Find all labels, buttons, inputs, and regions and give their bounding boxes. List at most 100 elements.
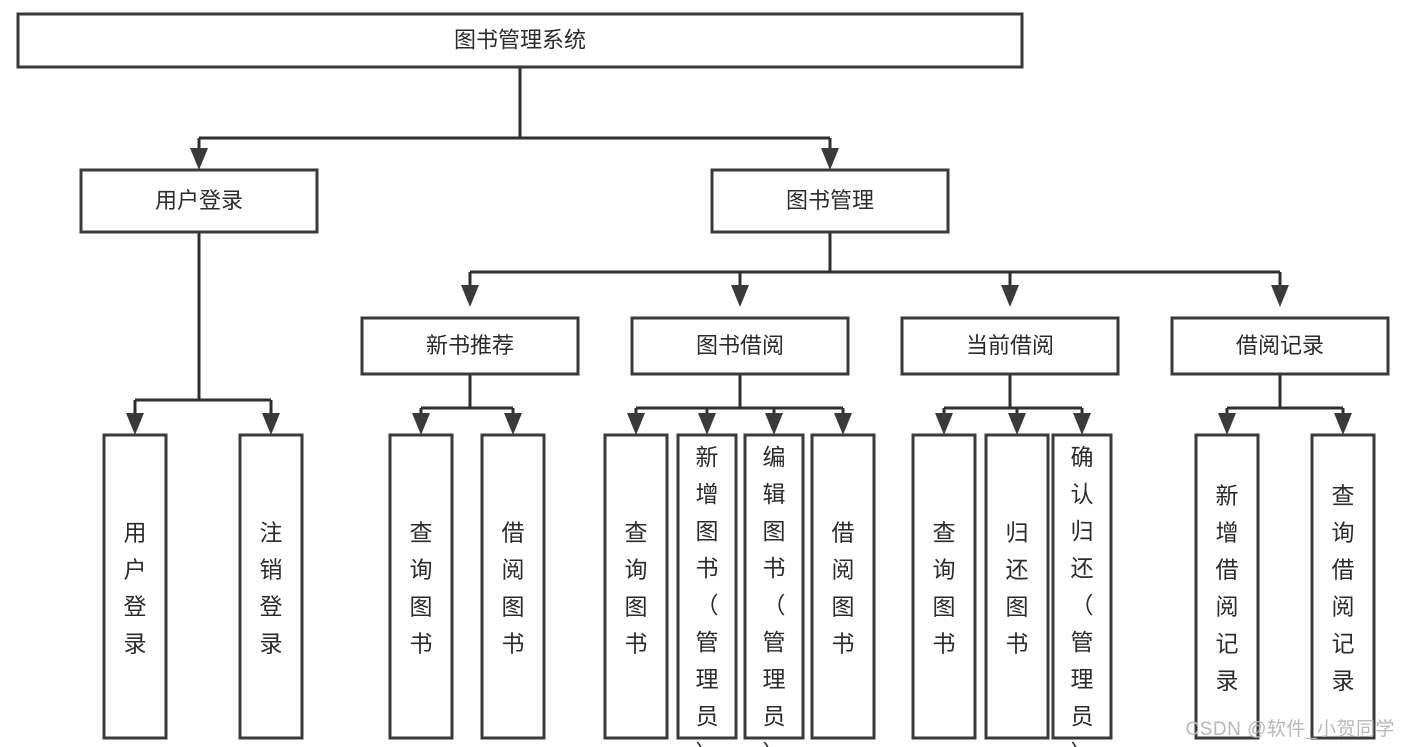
leaf-label-char: 阅: [1216, 594, 1239, 620]
leaf-label-char: 确: [1071, 444, 1094, 470]
leaf-label-char: 书: [933, 631, 956, 657]
watermark-text: CSDN @软件_小贺同学: [1185, 719, 1395, 740]
leaf-label-char: 员: [696, 703, 719, 729]
arrow-head-icon: [1271, 285, 1289, 307]
arrow-head-icon: [731, 285, 749, 307]
node-box: [900, 316, 1120, 376]
node-label: 图书借阅: [696, 333, 784, 358]
leaf-label-char: 理: [696, 666, 719, 692]
leaf-label-char: 登: [124, 594, 147, 620]
node-box: [238, 433, 304, 740]
leaf-label-char: 新: [1216, 483, 1239, 509]
leaf-label-char: 图: [933, 594, 956, 620]
node-box: [676, 433, 738, 740]
node-box: [984, 433, 1050, 740]
leaf-label-char: 书: [410, 631, 433, 657]
leaf-label-char: 新: [696, 444, 719, 470]
level3-node[interactable]: 图书借阅: [630, 316, 850, 376]
leaf-label-char: 书: [763, 555, 786, 581]
leaf-label-char: 理: [1071, 666, 1094, 692]
node-label: 用户登录: [155, 188, 243, 213]
leaf-node[interactable]: 用户登录: [102, 433, 168, 740]
node-box: [743, 433, 805, 740]
leaf-label-char: 增: [1216, 520, 1239, 546]
node-box: [480, 433, 546, 740]
node-label: 当前借阅: [966, 333, 1054, 358]
arrow-head-icon: [504, 413, 522, 435]
node-label: 借阅记录: [1236, 333, 1324, 358]
leaf-label-char: 用: [124, 520, 147, 546]
leaf-label-char: 录: [1332, 668, 1355, 694]
leaf-label-char: ）: [763, 740, 786, 747]
leaf-label-char: 记: [1216, 631, 1239, 657]
leaf-label-char: 询: [410, 557, 433, 583]
node-box: [603, 433, 669, 740]
level2-node[interactable]: 图书管理: [710, 168, 950, 234]
leaf-label-char: 编: [763, 444, 786, 470]
leaf-label-char: 归: [1071, 518, 1094, 544]
arrow-head-icon: [1001, 285, 1019, 307]
leaf-label-char: 辑: [763, 481, 786, 507]
node-box: [630, 316, 850, 376]
leaf-label-char: 记: [1332, 631, 1355, 657]
leaf-label-char: 借: [1332, 557, 1355, 583]
leaf-label-char: 图: [832, 594, 855, 620]
leaf-label-char: 查: [410, 520, 433, 546]
leaf-label-char: ）: [696, 740, 719, 747]
leaf-label-char: 认: [1071, 481, 1094, 507]
level3-node[interactable]: 当前借阅: [900, 316, 1120, 376]
leaf-label-char: 询: [625, 557, 648, 583]
leaf-label-char: 理: [763, 666, 786, 692]
level3-node[interactable]: 新书推荐: [360, 316, 580, 376]
leaf-label-char: 查: [625, 520, 648, 546]
node-label: 新书推荐: [426, 333, 514, 358]
leaf-label-char: 图: [1006, 594, 1029, 620]
leaf-label-char: 增: [696, 481, 719, 507]
leaf-label-char: （: [763, 592, 786, 618]
leaf-label-char: 书: [625, 631, 648, 657]
level2-node[interactable]: 用户登录: [79, 168, 319, 234]
level3-node[interactable]: 借阅记录: [1170, 316, 1390, 376]
leaf-label-char: 图: [763, 518, 786, 544]
leaf-label-char: 询: [1332, 520, 1355, 546]
node-layer: 图书管理系统用户登录图书管理新书推荐图书借阅当前借阅借阅记录用户登录注销登录查询…: [16, 12, 1390, 747]
arrow-head-icon: [262, 413, 280, 435]
leaf-label-char: 借: [502, 520, 525, 546]
node-box: [1170, 316, 1390, 376]
arrow-head-icon: [1334, 413, 1352, 435]
leaf-label-char: 管: [696, 629, 719, 655]
leaf-label-char: 图: [625, 594, 648, 620]
node-label: 图书管理: [786, 188, 874, 213]
node-box: [388, 433, 454, 740]
arrow-head-icon: [1073, 413, 1091, 435]
leaf-label-char: 阅: [832, 557, 855, 583]
node-box: [102, 433, 168, 740]
node-box: [360, 316, 580, 376]
root-node[interactable]: 图书管理系统: [16, 12, 1024, 69]
leaf-label-char: 注: [260, 520, 283, 546]
node-box: [911, 433, 977, 740]
leaf-label-char: ）: [1071, 740, 1094, 747]
connector-layer: [126, 67, 1352, 435]
node-box: [810, 433, 876, 740]
node-box: [16, 12, 1024, 69]
node-box: [710, 168, 950, 234]
arrow-head-icon: [412, 413, 430, 435]
leaf-label-char: 书: [502, 631, 525, 657]
leaf-label-char: 员: [763, 703, 786, 729]
arrow-head-icon: [765, 413, 783, 435]
leaf-label-char: 图: [410, 594, 433, 620]
